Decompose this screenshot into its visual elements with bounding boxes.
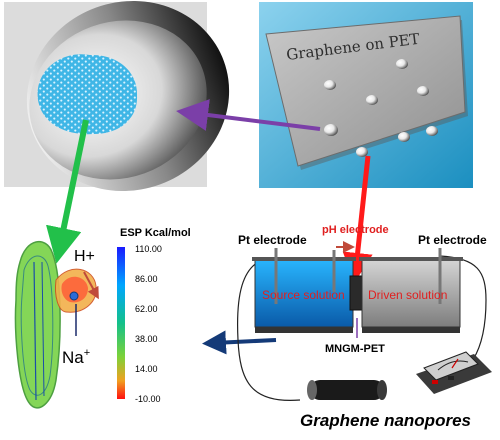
esp-molecule: [14, 241, 99, 409]
source-solution-label: Source solution: [262, 288, 345, 302]
red-arrow: [342, 155, 373, 283]
graphene-patch: [37, 54, 138, 135]
esp-tick: -10.00: [135, 394, 161, 404]
esp-colorbar: [117, 247, 125, 399]
esp-tick: 110.00: [135, 244, 162, 254]
graphene-nanopores-caption: Graphene nanopores: [300, 411, 471, 430]
electrode-cylinder: [307, 380, 387, 400]
green-arrow: [46, 119, 89, 264]
pore-holes: [324, 59, 438, 157]
driven-solution-label: Driven solution: [368, 288, 447, 302]
ph-electrode-label: pH electrode: [322, 224, 389, 236]
esp-title: ESP Kcal/mol: [120, 227, 191, 239]
zoomed-pore-panel: [4, 1, 230, 191]
electrochemical-cell: [237, 241, 487, 402]
membrane-label: MNGM-PET: [325, 343, 385, 355]
esp-tick: 14.00: [135, 364, 158, 374]
pt-electrode-left-label: Pt electrode: [238, 233, 307, 247]
ion-na-label: Na+: [62, 347, 90, 367]
esp-tick: 86.00: [135, 274, 158, 284]
esp-tick: 38.00: [135, 334, 158, 344]
ion-h-label: H+: [74, 248, 95, 265]
pt-electrode-right-label: Pt electrode: [418, 233, 487, 247]
purple-arrow: [176, 99, 321, 131]
multimeter: [416, 351, 492, 394]
navy-arrow: [202, 330, 277, 355]
esp-tick: 62.00: [135, 304, 158, 314]
